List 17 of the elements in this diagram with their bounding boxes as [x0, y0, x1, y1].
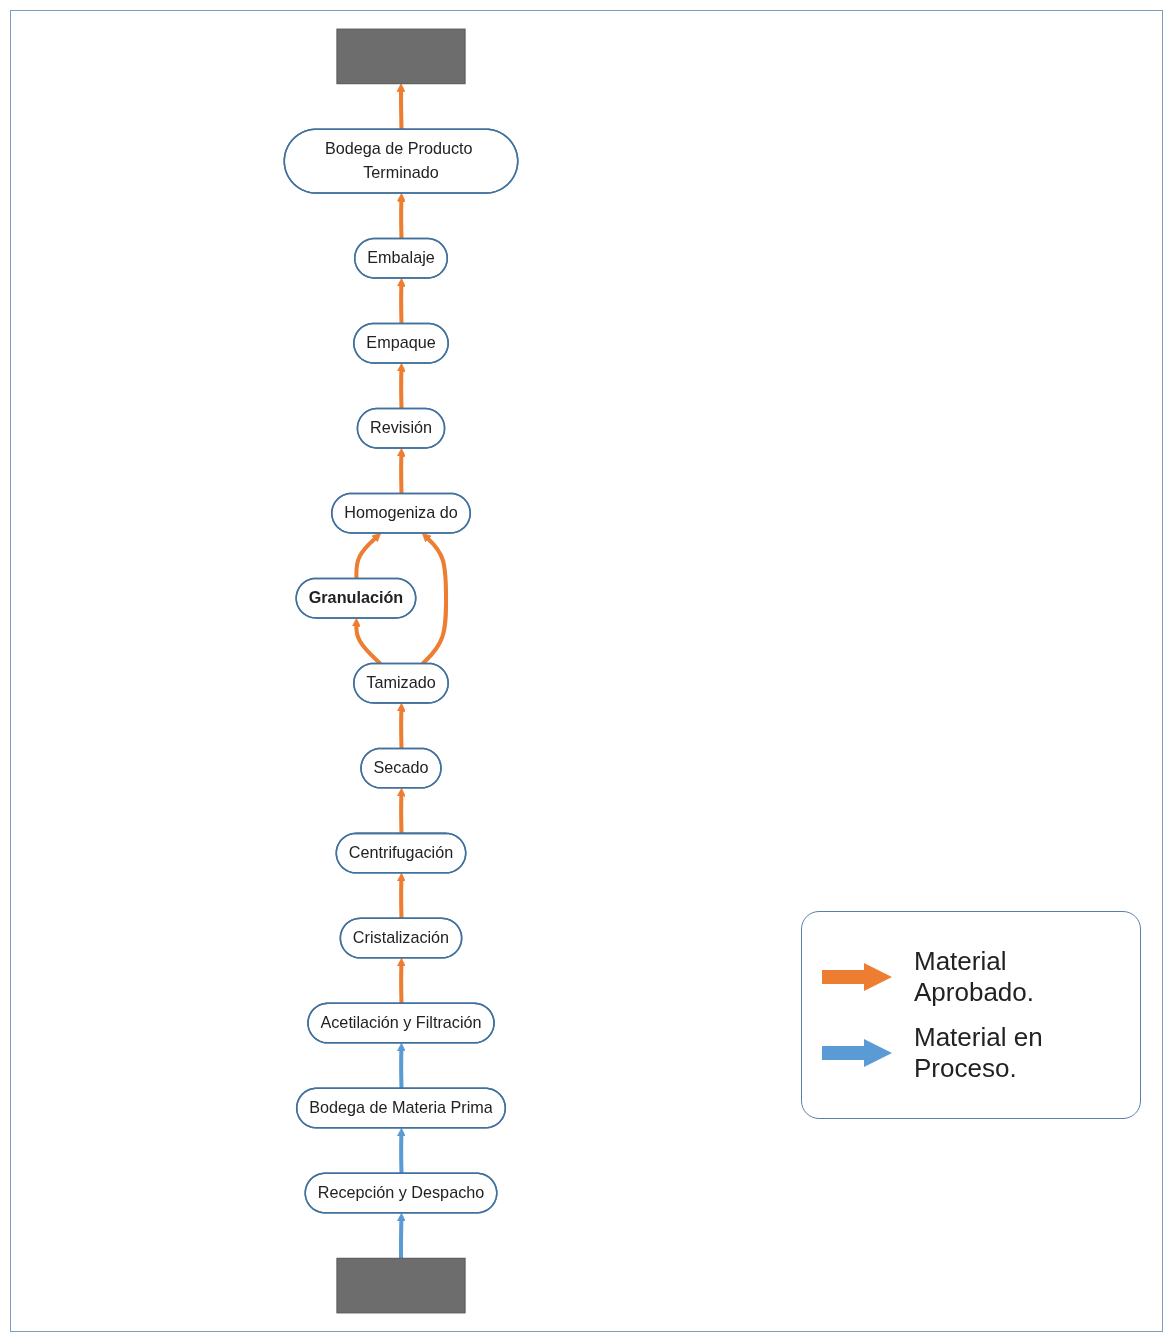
- node-bar: [336, 1257, 466, 1314]
- arrow: [396, 702, 406, 749]
- arrow: [396, 957, 406, 1004]
- arrow: [396, 787, 406, 834]
- arrow: [396, 193, 406, 240]
- arrow: [396, 448, 406, 494]
- legend-label: Material Aprobado.: [914, 946, 1035, 1008]
- arrow: [396, 1127, 406, 1174]
- arrow: [396, 872, 406, 919]
- arrow: [396, 363, 406, 410]
- node-bar: [336, 28, 466, 85]
- arrow: [396, 1042, 406, 1089]
- arrow: [396, 1212, 406, 1259]
- arrow: [396, 278, 406, 325]
- legend-label: Material en Proceso.: [914, 1022, 1044, 1084]
- arrow: [354, 533, 381, 579]
- arrow: [396, 83, 406, 130]
